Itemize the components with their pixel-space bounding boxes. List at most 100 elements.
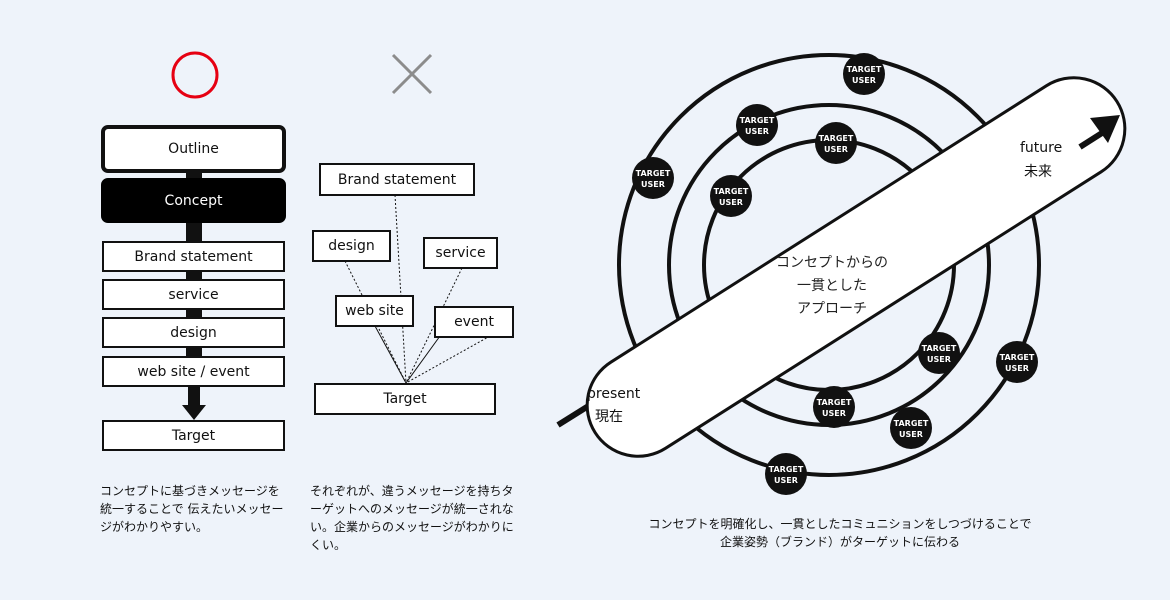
mid-service-label: service: [435, 245, 486, 261]
trajectory-tail: [556, 402, 592, 428]
present-en-label: present: [587, 386, 641, 402]
target-user-label: USER: [824, 145, 848, 154]
mid-event-label: event: [454, 314, 494, 330]
target-user-nodes: TARGET USER TARGET USER TARGET USER TARGET USER…: [632, 53, 1038, 495]
good-circle-icon: [171, 51, 219, 99]
future-en-label: future: [1020, 140, 1062, 156]
target-user-label: TARGET: [894, 419, 929, 428]
target-user-dot: [815, 122, 857, 164]
target-user-label: USER: [822, 409, 846, 418]
target-user-node: TARGET USER: [890, 407, 932, 449]
left-flow-diagram: [171, 51, 219, 420]
target-user-dot: [918, 332, 960, 374]
target-user-node: TARGET USER: [996, 341, 1038, 383]
target-user-label: USER: [852, 76, 876, 85]
flow-connector: [186, 220, 202, 242]
target-user-label: TARGET: [819, 134, 854, 143]
mid-brand-statement-box: Brand statement: [319, 163, 475, 196]
brand-statement-label: Brand statement: [134, 248, 253, 265]
flow-arrow-down-icon: [182, 405, 206, 420]
flow-connector: [186, 170, 202, 180]
service-connector: [405, 267, 463, 384]
mid-brand-statement-label: Brand statement: [337, 171, 457, 188]
right-caption: コンセプトを明確化し、一貫としたコミュニションをしつづけることで 企業姿勢（ブラ…: [560, 515, 1120, 551]
orbit-diagram: future 未来 present 現在 コンセプトからの 一貫とした アプロー…: [556, 53, 1127, 495]
trajectory-head: [1078, 130, 1104, 150]
design-box: design: [102, 317, 285, 348]
target-user-label: USER: [641, 180, 665, 189]
future-ja-label: 未来: [1024, 164, 1052, 180]
flow-connector: [186, 347, 202, 357]
target-user-dot: [765, 453, 807, 495]
right-caption-line-1: コンセプトを明確化し、一貫としたコミュニションをしつづけることで: [648, 517, 1032, 531]
target-user-node: TARGET USER: [710, 175, 752, 217]
website-event-label: web site / event: [137, 363, 250, 380]
mid-target-label: Target: [383, 391, 427, 407]
target-user-label: USER: [927, 355, 951, 364]
approach-line-3: アプローチ: [797, 301, 867, 317]
concept-box: Concept: [101, 178, 286, 223]
service-box: service: [102, 279, 285, 310]
target-box: Target: [102, 420, 285, 451]
target-user-node: TARGET USER: [843, 53, 885, 95]
target-user-label: TARGET: [636, 169, 671, 178]
right-caption-line-2: 企業姿勢（ブランド）がターゲットに伝わる: [719, 535, 960, 549]
middle-caption: それぞれが、違うメッセージを持ちターゲットへのメッセージが統一されない。企業から…: [310, 484, 514, 552]
target-user-dot: [736, 104, 778, 146]
mid-target-box: Target: [314, 383, 496, 415]
target-user-dot: [813, 386, 855, 428]
target-user-label: USER: [745, 127, 769, 136]
mid-design-label: design: [328, 238, 375, 254]
approach-line-1: コンセプトからの: [776, 255, 888, 271]
website-event-box: web site / event: [102, 356, 285, 387]
target-user-node: TARGET USER: [815, 122, 857, 164]
approach-line-2: 一貫とした: [797, 278, 867, 294]
target-user-dot: [996, 341, 1038, 383]
design-label: design: [170, 324, 217, 341]
target-user-label: USER: [774, 476, 798, 485]
target-user-node: TARGET USER: [765, 453, 807, 495]
mid-event-box: event: [434, 306, 514, 338]
event-connector: [405, 335, 491, 384]
present-ja-label: 現在: [595, 409, 623, 425]
target-label: Target: [171, 427, 216, 444]
target-user-label: TARGET: [769, 465, 804, 474]
brand-connector: [394, 194, 407, 384]
outline-box: Outline: [101, 125, 286, 173]
target-user-label: USER: [719, 198, 743, 207]
target-user-label: TARGET: [1000, 353, 1035, 362]
left-caption: コンセプトに基づきメッセージを統一することで 伝えたいメッセージがわかりやすい。: [100, 484, 284, 534]
target-user-dot: [890, 407, 932, 449]
target-user-dot: [843, 53, 885, 95]
brand-statement-box: Brand statement: [102, 241, 285, 272]
flow-connector: [186, 308, 202, 318]
mid-website-box: web site: [335, 295, 414, 327]
target-user-node: TARGET USER: [918, 332, 960, 374]
concept-label: Concept: [164, 192, 223, 209]
event-solid-connector: [405, 335, 441, 384]
mid-website-label: web site: [345, 303, 404, 319]
target-user-label: TARGET: [847, 65, 882, 74]
target-user-label: USER: [1005, 364, 1029, 373]
target-user-label: TARGET: [740, 116, 775, 125]
approach-capsule: [585, 76, 1127, 458]
flow-connector: [186, 270, 202, 280]
flow-arrow-shaft: [188, 386, 200, 406]
outline-label: Outline: [168, 141, 219, 157]
target-user-dot: [632, 157, 674, 199]
target-user-label: TARGET: [922, 344, 957, 353]
target-user-label: USER: [899, 430, 923, 439]
mid-design-box: design: [312, 230, 391, 262]
service-label: service: [168, 286, 219, 303]
future-arrow-icon: [1090, 115, 1120, 143]
target-user-label: TARGET: [714, 187, 749, 196]
outer-orbit: [617, 53, 1041, 477]
target-user-node: TARGET USER: [813, 386, 855, 428]
target-user-node: TARGET USER: [632, 157, 674, 199]
target-user-dot: [710, 175, 752, 217]
mid-service-box: service: [423, 237, 498, 269]
cross-icon: [391, 53, 433, 95]
target-user-label: TARGET: [817, 398, 852, 407]
target-user-node: TARGET USER: [736, 104, 778, 146]
website-connector: [374, 325, 407, 384]
